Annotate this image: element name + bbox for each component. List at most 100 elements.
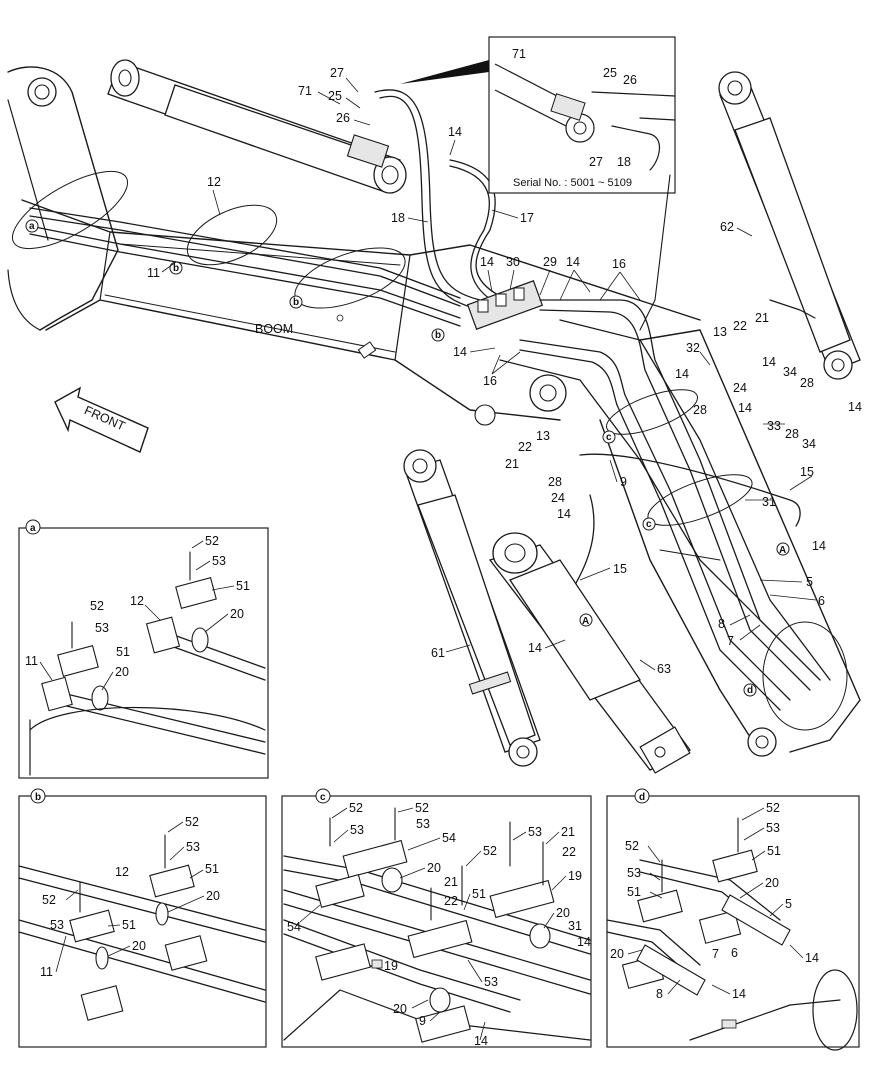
- svg-text:51: 51: [122, 918, 136, 932]
- callout: 71: [298, 84, 312, 98]
- svg-text:53: 53: [528, 825, 542, 839]
- callout: 14: [675, 367, 689, 381]
- hoses-17-18: [374, 89, 501, 309]
- svg-text:d: d: [747, 685, 753, 696]
- section-marker-b1[interactable]: b: [169, 261, 183, 275]
- callout: 13: [713, 325, 727, 339]
- callout: 22: [733, 319, 747, 333]
- callout: 61: [431, 646, 445, 660]
- section-marker-b2[interactable]: b: [289, 295, 303, 309]
- svg-text:5: 5: [785, 897, 792, 911]
- svg-text:c: c: [646, 519, 652, 530]
- svg-text:20: 20: [610, 947, 624, 961]
- svg-text:A: A: [582, 616, 589, 627]
- section-marker-c1[interactable]: c: [602, 430, 616, 444]
- svg-text:53: 53: [50, 918, 64, 932]
- callout: 30: [506, 255, 520, 269]
- svg-text:51: 51: [116, 645, 130, 659]
- boom-label: BOOM: [255, 322, 293, 336]
- svg-text:52: 52: [766, 801, 780, 815]
- svg-text:c: c: [606, 432, 612, 443]
- callout: 14: [738, 401, 752, 415]
- svg-text:53: 53: [416, 817, 430, 831]
- svg-text:54: 54: [442, 831, 456, 845]
- svg-text:22: 22: [444, 894, 458, 908]
- callout: 28: [800, 376, 814, 390]
- callout: 14: [566, 255, 580, 269]
- callout: 21: [755, 311, 769, 325]
- main-leaders: [161, 77, 817, 671]
- arm-cylinder-71: [107, 59, 407, 194]
- svg-text:20: 20: [765, 876, 779, 890]
- section-marker-c2[interactable]: c: [642, 517, 656, 531]
- svg-text:51: 51: [767, 844, 781, 858]
- svg-text:53: 53: [186, 840, 200, 854]
- svg-text:20: 20: [230, 607, 244, 621]
- callout: 8: [718, 617, 725, 631]
- svg-text:20: 20: [115, 665, 129, 679]
- callout: 63: [657, 662, 671, 676]
- callout: 9: [620, 475, 627, 489]
- svg-text:20: 20: [132, 939, 146, 953]
- callout: 15: [613, 562, 627, 576]
- svg-text:52: 52: [185, 815, 199, 829]
- svg-text:21: 21: [444, 875, 458, 889]
- detail-d-panel: d 52 53 51 52 53 51 20 5 6 14 20 7 8 14: [606, 788, 860, 1051]
- callout: 24: [733, 381, 747, 395]
- callout: 14: [480, 255, 494, 269]
- callout: 24: [551, 491, 565, 505]
- svg-text:51: 51: [472, 887, 486, 901]
- section-marker-b3[interactable]: b: [431, 328, 445, 342]
- svg-text:51: 51: [236, 579, 250, 593]
- valve-block: [466, 280, 544, 330]
- svg-text:14: 14: [805, 951, 819, 965]
- svg-text:14: 14: [732, 987, 746, 1001]
- svg-text:31: 31: [568, 919, 582, 933]
- detail-b-marker: b: [35, 792, 41, 803]
- callout: 11: [147, 266, 160, 280]
- boom-cylinder-62: [718, 71, 861, 380]
- callout: 62: [720, 220, 734, 234]
- svg-text:8: 8: [656, 987, 663, 1001]
- svg-text:19: 19: [568, 869, 582, 883]
- callout: 16: [483, 374, 497, 388]
- section-marker-a[interactable]: a: [25, 219, 39, 233]
- main-assembly: FRONT BOOM a b b b: [7, 59, 862, 774]
- svg-text:22: 22: [562, 845, 576, 859]
- callout: 12: [207, 175, 221, 189]
- svg-text:19: 19: [384, 959, 398, 973]
- callout: 26: [336, 111, 350, 125]
- svg-text:53: 53: [212, 554, 226, 568]
- svg-text:12: 12: [115, 865, 129, 879]
- callout: 14: [453, 345, 467, 359]
- serial-number-note: Serial No. : 5001 ~ 5109: [513, 177, 632, 189]
- svg-text:a: a: [29, 221, 35, 232]
- svg-text:20: 20: [206, 889, 220, 903]
- section-marker-d[interactable]: d: [743, 683, 757, 697]
- svg-text:52: 52: [205, 534, 219, 548]
- callout: 14: [557, 507, 571, 521]
- svg-text:51: 51: [627, 885, 641, 899]
- callout: 28: [693, 403, 707, 417]
- svg-text:53: 53: [627, 866, 641, 880]
- callout: 33: [767, 419, 781, 433]
- svg-text:20: 20: [427, 861, 441, 875]
- callout: 32: [686, 341, 700, 355]
- detail-b-panel: b 52 53 51 20 12 52 53 51 20 11: [18, 788, 267, 1048]
- svg-text:53: 53: [484, 975, 498, 989]
- svg-text:52: 52: [90, 599, 104, 613]
- svg-text:53: 53: [350, 823, 364, 837]
- callout: 22: [518, 440, 532, 454]
- serial-inset: 71 25 26 27 18 Serial No. : 5001 ~ 5109: [400, 36, 676, 331]
- inset-callout: 71: [512, 47, 526, 61]
- section-marker-A1[interactable]: A: [776, 542, 790, 556]
- callout: 14: [528, 641, 542, 655]
- callout: 28: [785, 427, 799, 441]
- callout: 14: [448, 125, 462, 139]
- callout: 34: [802, 437, 816, 451]
- svg-text:14: 14: [474, 1034, 488, 1048]
- callout: 15: [800, 465, 814, 479]
- section-marker-A2[interactable]: A: [579, 613, 593, 627]
- svg-text:7: 7: [712, 947, 719, 961]
